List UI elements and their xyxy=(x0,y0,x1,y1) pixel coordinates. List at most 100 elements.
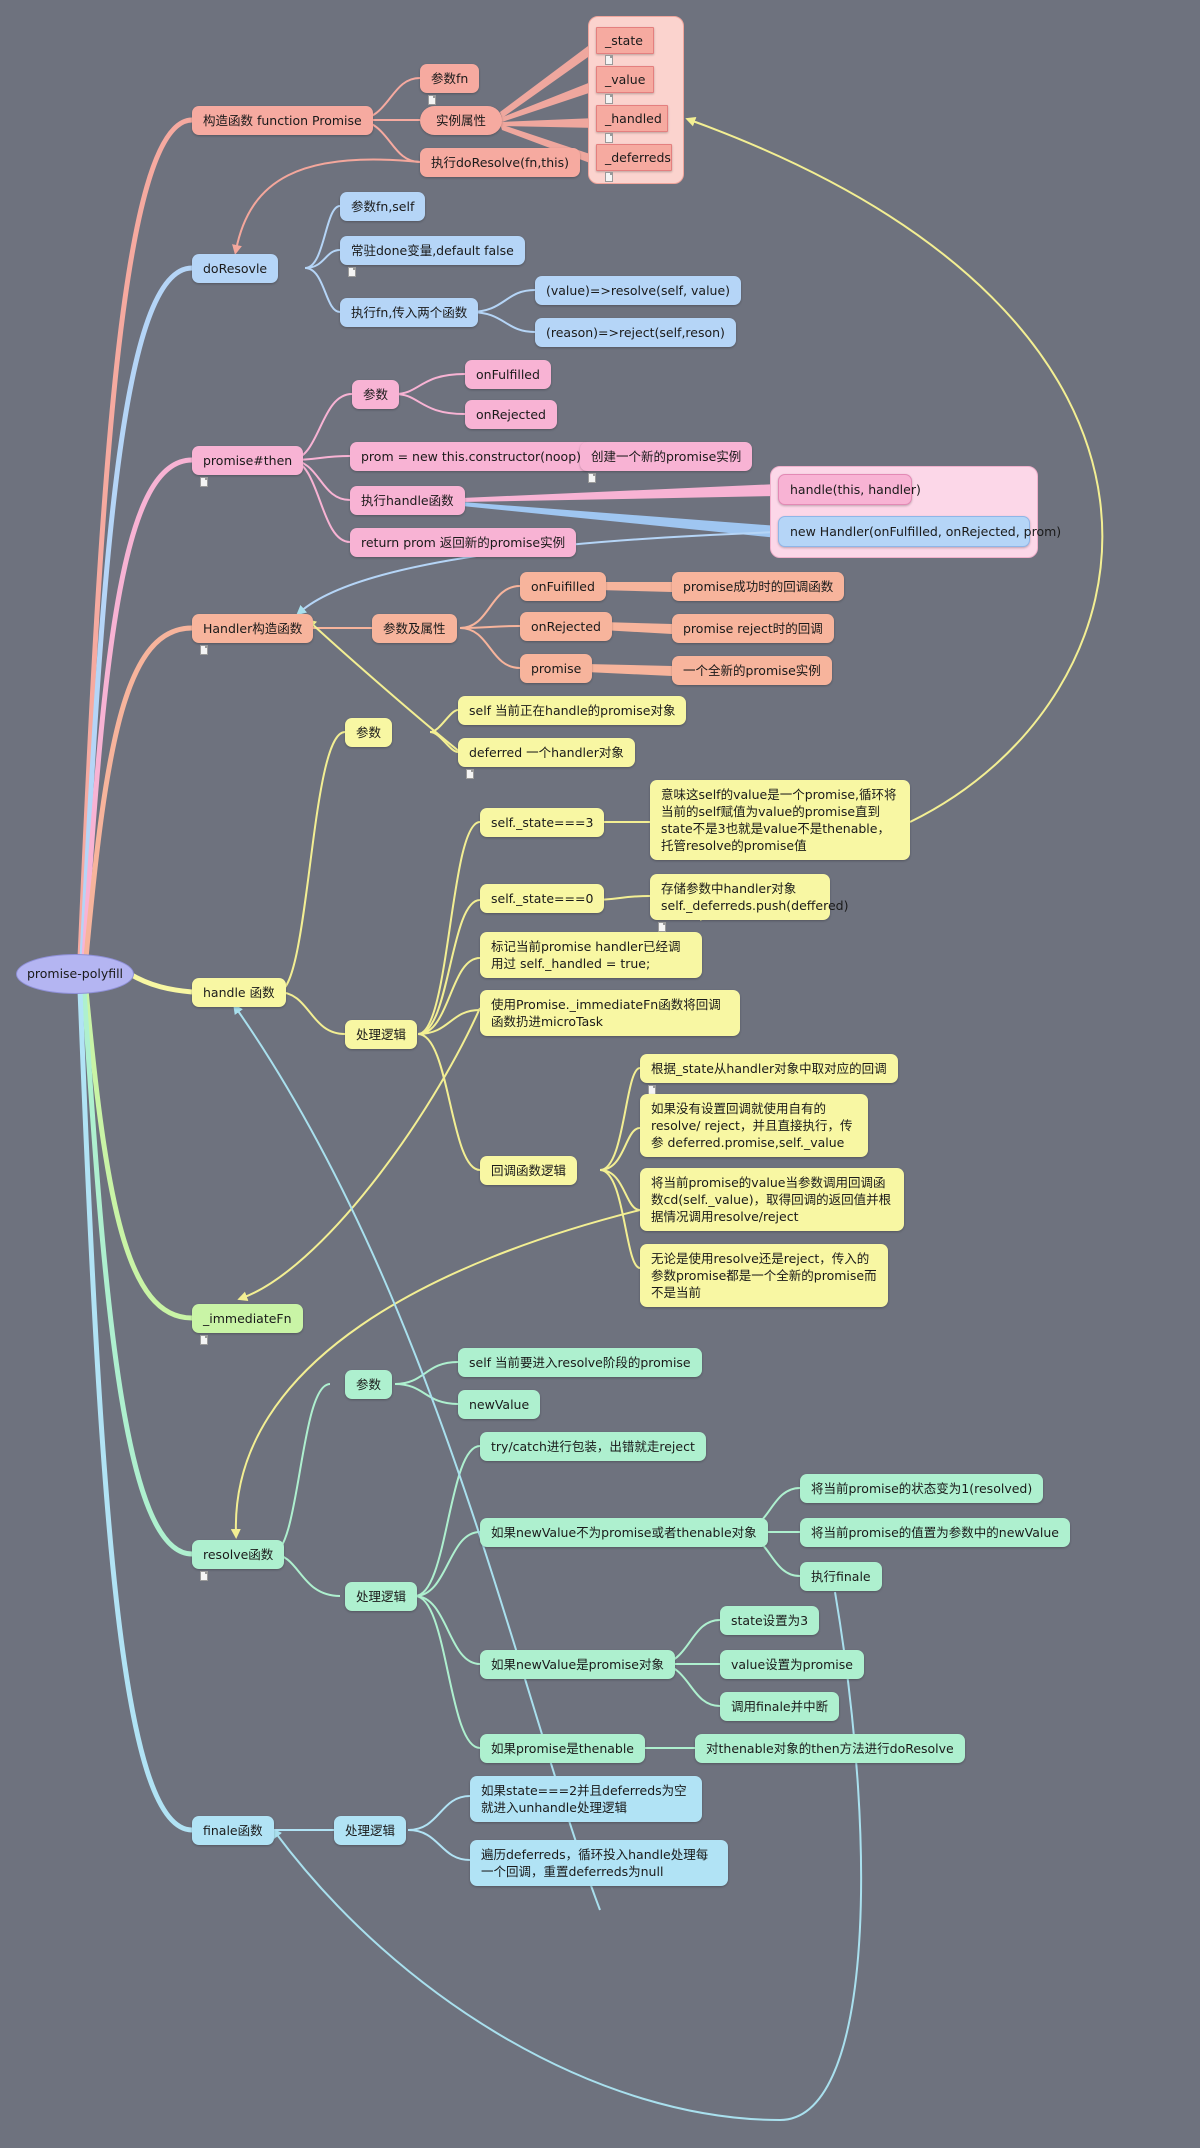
h-deferred-node[interactable]: deferred 一个handler对象 xyxy=(458,738,635,779)
h-state0-label: self._state===0 xyxy=(491,891,594,906)
h-param-node[interactable]: 参数 xyxy=(345,718,393,747)
h-deferred-label: deferred 一个handler对象 xyxy=(469,745,624,760)
ctor-props-label: 实例属性 xyxy=(436,113,487,128)
r-thenable-desc-node[interactable]: 对thenable对象的then方法进行doResolve xyxy=(695,1734,965,1763)
then-return-label: return prom 返回新的promise实例 xyxy=(361,535,566,550)
then-onf-node[interactable]: onFulfilled xyxy=(465,360,551,389)
r-ip3-node[interactable]: 调用finale并中断 xyxy=(720,1692,840,1721)
then-return-node[interactable]: return prom 返回新的promise实例 xyxy=(350,528,577,557)
h-state0-desc-node[interactable]: 存储参数中handler对象 self._deferreds.push(deff… xyxy=(650,874,849,932)
h-state3-desc-node[interactable]: 意味这self的value是一个promise,循环将当前的self赋值为val… xyxy=(650,780,910,860)
h-state3-node[interactable]: self._state===3 xyxy=(480,808,605,837)
ctor-exec-node[interactable]: 执行doResolve(fn,this) xyxy=(420,148,580,177)
r-np3-label: 执行finale xyxy=(811,1569,871,1584)
h-cb2-node[interactable]: 如果没有设置回调就使用自有的resolve/ reject，并且直接执行，传参 … xyxy=(640,1094,868,1157)
handle-call-node[interactable]: handle(this, handler) xyxy=(778,474,921,505)
then-node[interactable]: promise#then xyxy=(192,446,304,487)
h-mark-node[interactable]: 标记当前promise handler已经调用过 self._handled =… xyxy=(480,932,702,978)
ctor-node[interactable]: 构造函数 function Promise xyxy=(192,106,373,135)
then-prom-node[interactable]: prom = new this.constructor(noop) xyxy=(350,442,593,471)
handle-node[interactable]: handle 函数 xyxy=(192,978,286,1007)
note-icon xyxy=(605,133,613,143)
r-logic-node[interactable]: 处理逻辑 xyxy=(345,1582,418,1611)
r-ip3-label: 调用finale并中断 xyxy=(731,1699,829,1714)
r-notpromise-label: 如果newValue不为promise或者thenable对象 xyxy=(491,1525,757,1540)
note-icon xyxy=(605,172,613,182)
handler-ctor-label: Handler构造函数 xyxy=(203,621,303,636)
immediate-label: _immediateFn xyxy=(203,1311,292,1326)
dr-done-node[interactable]: 常驻done变量,default false xyxy=(340,236,525,277)
r-newvalue-label: newValue xyxy=(469,1397,530,1412)
doresolve-node[interactable]: doResovle xyxy=(192,254,279,283)
r-ispromise-label: 如果newValue是promise对象 xyxy=(491,1657,664,1672)
r-newvalue-node[interactable]: newValue xyxy=(458,1390,541,1419)
r-logic-label: 处理逻辑 xyxy=(356,1589,407,1604)
dr-resolve-node[interactable]: (value)=>resolve(self, value) xyxy=(535,276,742,305)
then-onr-node[interactable]: onRejected xyxy=(465,400,557,429)
note-icon xyxy=(200,477,208,487)
new-handler-node[interactable]: new Handler(onFulfilled, onRejected, pro… xyxy=(778,516,1061,547)
hc-onr-label: onRejected xyxy=(531,619,601,634)
note-icon xyxy=(658,922,666,932)
then-prom-note-label: 创建一个新的promise实例 xyxy=(591,449,742,464)
ctor-param-node[interactable]: 参数fn xyxy=(420,64,480,105)
ctor-props-node[interactable]: 实例属性 xyxy=(420,106,503,135)
h-cb1-node[interactable]: 根据_state从handler对象中取对应的回调 xyxy=(640,1054,898,1095)
h-cb3-node[interactable]: 将当前promise的value当参数调用回调函数cd(self._value)… xyxy=(640,1168,904,1231)
h-cb4-node[interactable]: 无论是使用resolve还是reject，传入的参数promise都是一个全新的… xyxy=(640,1244,888,1307)
dr-exec-node[interactable]: 执行fn,传入两个函数 xyxy=(340,298,479,327)
r-ispromise-node[interactable]: 如果newValue是promise对象 xyxy=(480,1650,675,1679)
h-state0-desc-label: 存储参数中handler对象 self._deferreds.push(deff… xyxy=(661,881,849,913)
r-ip1-node[interactable]: state设置为3 xyxy=(720,1606,820,1635)
r-np3-node[interactable]: 执行finale xyxy=(800,1562,882,1591)
dr-exec-label: 执行fn,传入两个函数 xyxy=(351,305,468,320)
hc-onf-desc-node[interactable]: promise成功时的回调函数 xyxy=(672,572,845,601)
hc-onf-node[interactable]: onFuifilled xyxy=(520,572,606,601)
h-mark-label: 标记当前promise handler已经调用过 self._handled =… xyxy=(491,939,681,971)
then-prom-note-node[interactable]: 创建一个新的promise实例 xyxy=(580,442,753,483)
r-self-node[interactable]: self 当前要进入resolve阶段的promise xyxy=(458,1348,702,1377)
dr-param-node[interactable]: 参数fn,self xyxy=(340,192,426,221)
hc-onr-desc-node[interactable]: promise reject时的回调 xyxy=(672,614,834,643)
f-2-node[interactable]: 遍历deferreds，循环投入handle处理每一个回调，重置deferred… xyxy=(470,1840,728,1886)
r-np2-node[interactable]: 将当前promise的值置为参数中的newValue xyxy=(800,1518,1070,1547)
r-np1-node[interactable]: 将当前promise的状态变为1(resolved) xyxy=(800,1474,1044,1503)
then-prom-label: prom = new this.constructor(noop) xyxy=(361,449,582,464)
hc-promise-label: promise xyxy=(531,661,582,676)
handler-ctor-node[interactable]: Handler构造函数 xyxy=(192,614,314,655)
then-param-node[interactable]: 参数 xyxy=(352,380,400,409)
r-param-node[interactable]: 参数 xyxy=(345,1370,393,1399)
then-handle-node[interactable]: 执行handle函数 xyxy=(350,486,465,515)
immediate-node[interactable]: _immediateFn xyxy=(192,1304,303,1345)
h-self-node[interactable]: self 当前正在handle的promise对象 xyxy=(458,696,687,725)
hc-onr-desc-label: promise reject时的回调 xyxy=(683,621,823,636)
h-immediate-node[interactable]: 使用Promise._immediateFn函数将回调函数扔进microTask xyxy=(480,990,740,1036)
h-logic-node[interactable]: 处理逻辑 xyxy=(345,1020,418,1049)
r-ip2-node[interactable]: value设置为promise xyxy=(720,1650,864,1679)
deferreds-label: _deferreds xyxy=(605,150,671,165)
h-cb1-label: 根据_state从handler对象中取对应的回调 xyxy=(651,1061,887,1076)
hc-promise-desc-node[interactable]: 一个全新的promise实例 xyxy=(672,656,832,685)
note-icon xyxy=(428,95,436,105)
hc-promise-node[interactable]: promise xyxy=(520,654,593,683)
r-notpromise-node[interactable]: 如果newValue不为promise或者thenable对象 xyxy=(480,1518,768,1547)
hc-onr-node[interactable]: onRejected xyxy=(520,612,612,641)
handled-node[interactable]: _handled xyxy=(596,105,668,143)
hc-params-node[interactable]: 参数及属性 xyxy=(372,614,457,643)
f-logic-node[interactable]: 处理逻辑 xyxy=(334,1816,407,1845)
h-cb-node[interactable]: 回调函数逻辑 xyxy=(480,1156,578,1185)
root-node[interactable]: promise-polyfill xyxy=(16,954,134,994)
resolve-node[interactable]: resolve函数 xyxy=(192,1540,285,1581)
finale-node[interactable]: finale函数 xyxy=(192,1816,274,1845)
dr-reject-node[interactable]: (reason)=>reject(self,reson) xyxy=(535,318,736,347)
value-node[interactable]: _value xyxy=(596,66,654,104)
f-1-node[interactable]: 如果state===2并且deferreds为空就进入unhandle处理逻辑 xyxy=(470,1776,702,1822)
r-try-node[interactable]: try/catch进行包装，出错就走reject xyxy=(480,1432,706,1461)
state-node[interactable]: _state xyxy=(596,27,654,65)
deferreds-node[interactable]: _deferreds xyxy=(596,144,672,182)
ctor-label: 构造函数 function Promise xyxy=(203,113,362,128)
h-state0-node[interactable]: self._state===0 xyxy=(480,884,605,913)
r-thenable-node[interactable]: 如果promise是thenable xyxy=(480,1734,645,1763)
hc-params-label: 参数及属性 xyxy=(383,621,446,636)
branch-then xyxy=(81,457,193,959)
